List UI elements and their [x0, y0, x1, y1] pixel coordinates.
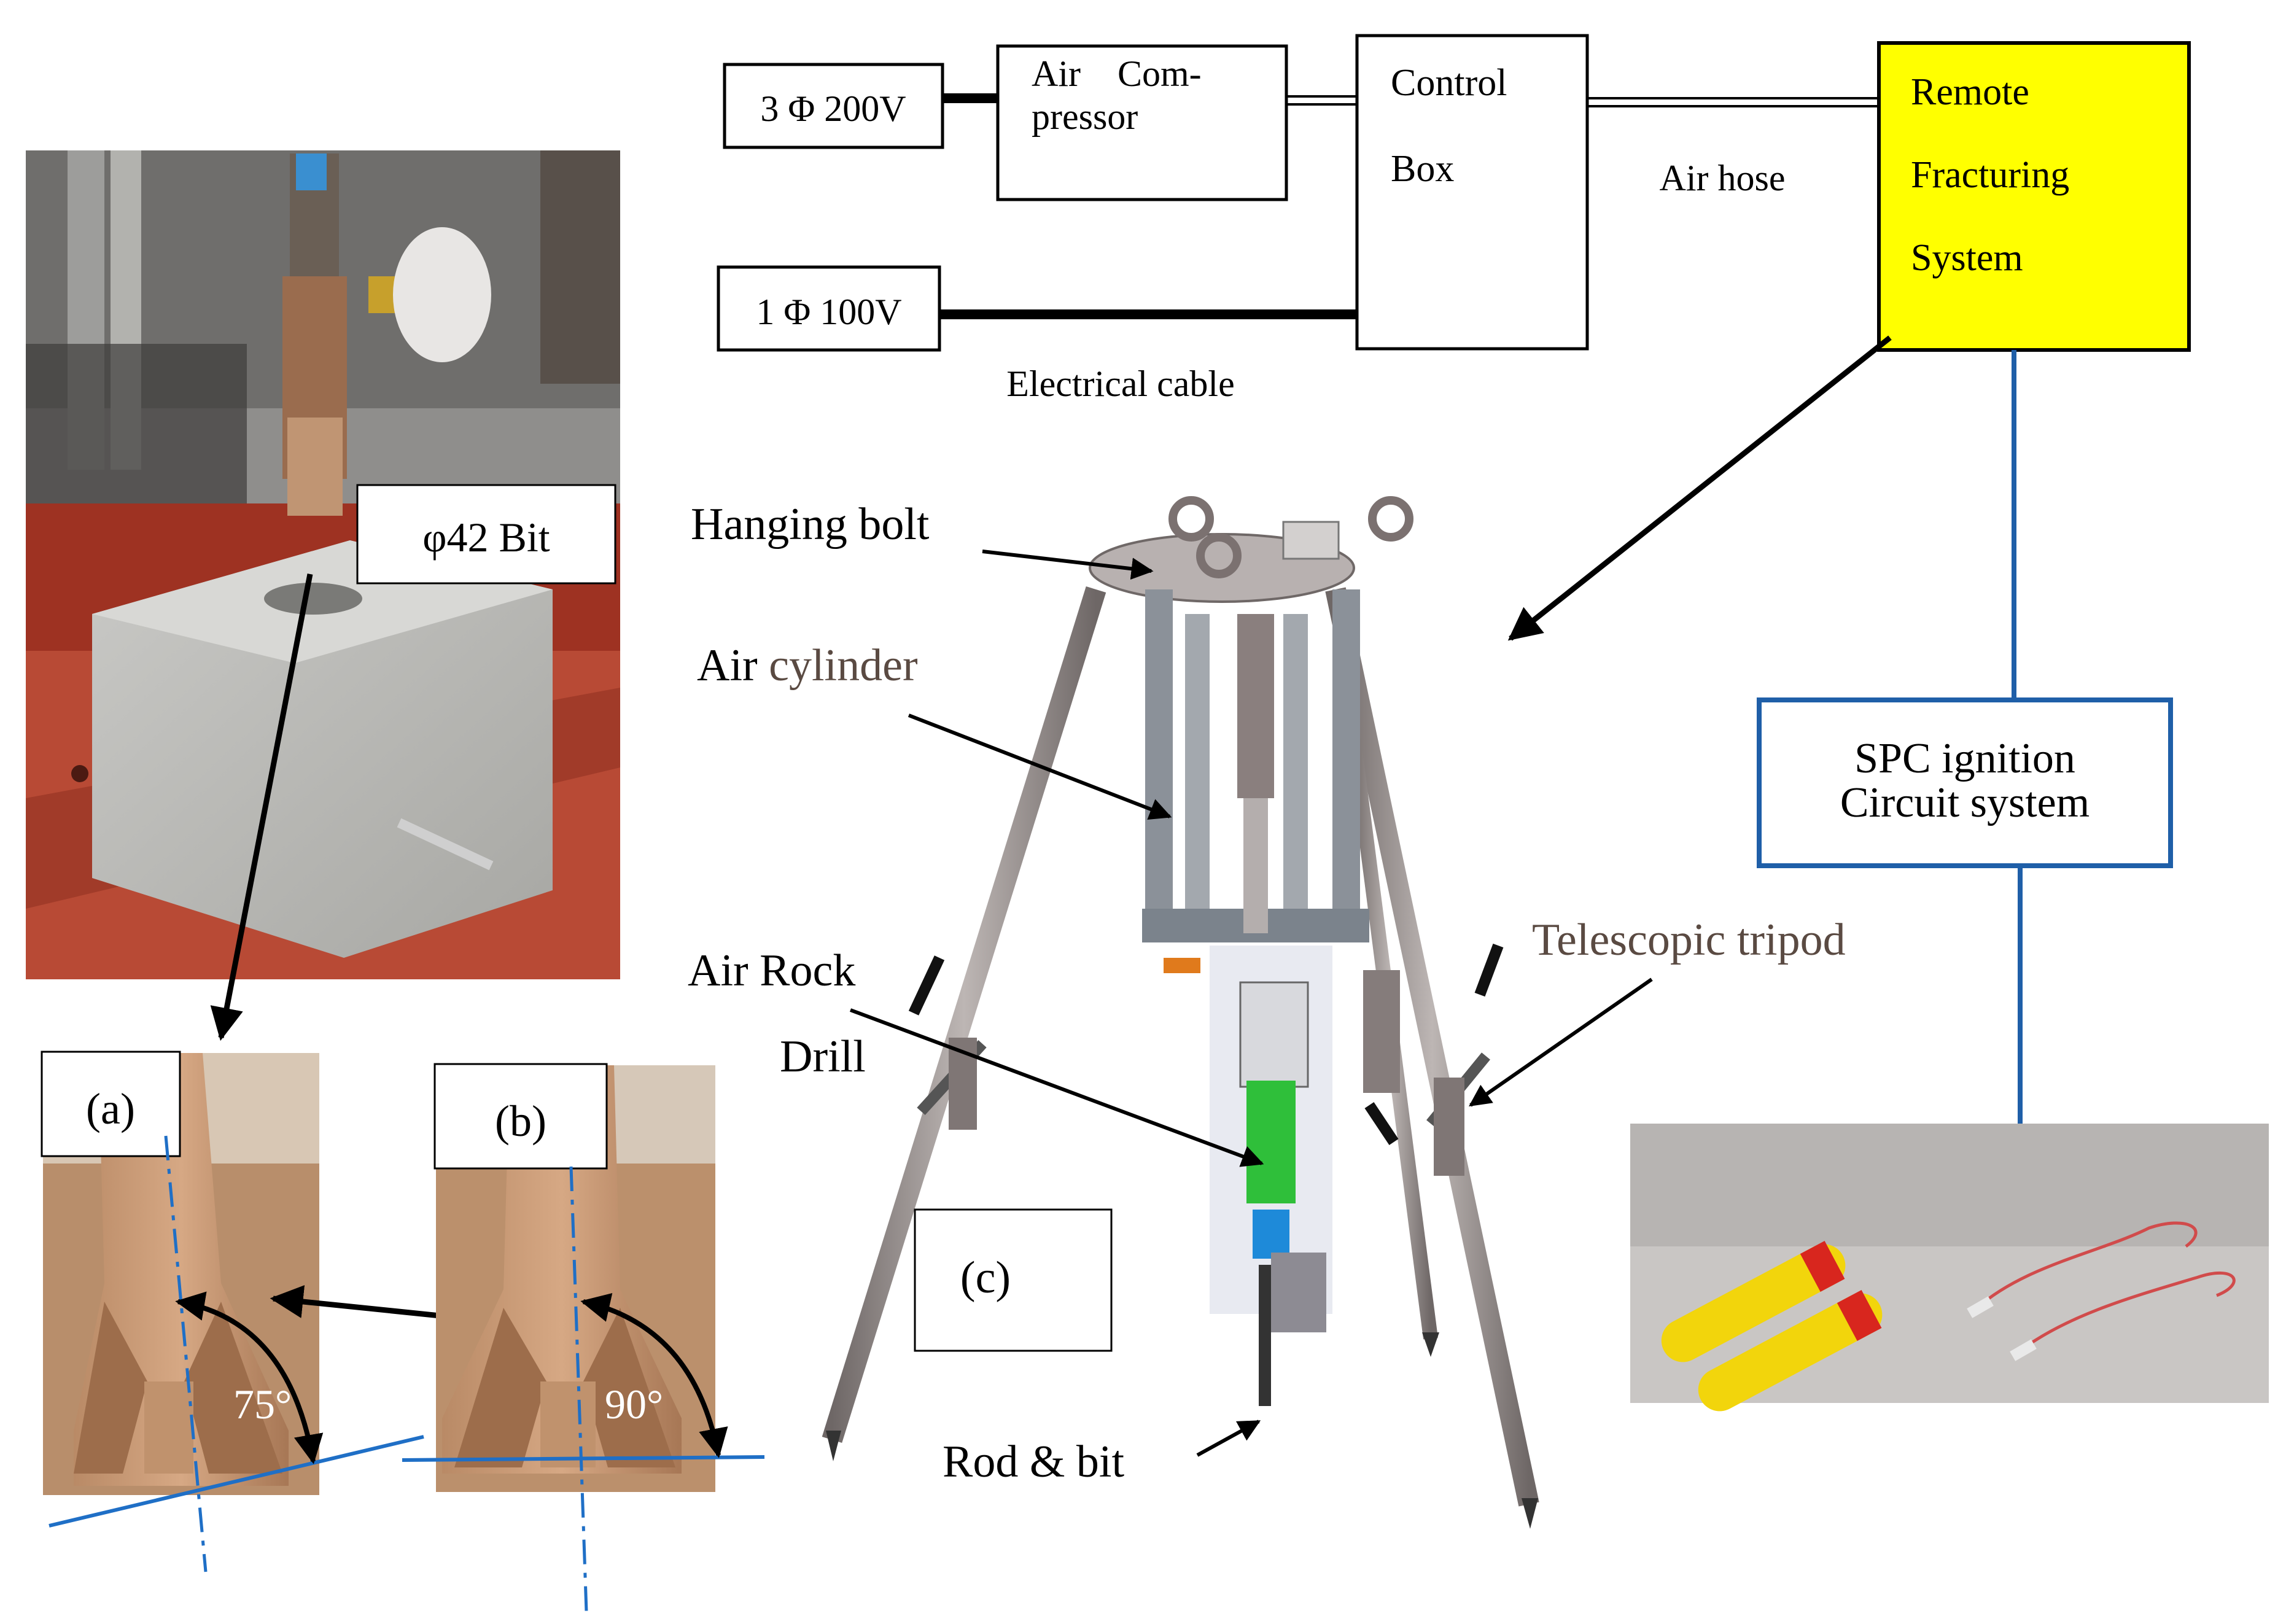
power-3phase-box: 3 Φ 200V — [723, 63, 944, 149]
control-box-label-line1: Control — [1391, 62, 1507, 104]
air-compressor-label-line2: pressor — [1032, 96, 1138, 137]
air-hose-label: Air hose — [1660, 158, 1786, 198]
angle-arc-b — [580, 1292, 728, 1458]
spc-label-line2: Circuit system — [1840, 779, 2090, 826]
power-1phase-label: 1 Φ 100V — [756, 292, 901, 332]
angle-arc-a — [175, 1291, 324, 1464]
telescopic-tripod-arrow — [1469, 977, 1653, 1107]
hanging-bolt-label: Hanging bolt — [691, 499, 930, 550]
spc-label-line1: SPC ignition — [1854, 735, 2075, 782]
photo-to-bit-arrow — [210, 573, 313, 1041]
compressor-hose — [1286, 95, 1357, 106]
angle-a-value: 75° — [233, 1381, 292, 1428]
remote-fracturing-system-box: Remote Fracturing System — [1877, 41, 2191, 352]
spc-ignition-box: SPC ignition Circuit system — [1757, 697, 2173, 868]
axis-line-b — [569, 1166, 588, 1612]
air-hose-line — [1587, 97, 1879, 107]
air-compressor-label-line1: Air Com- — [1032, 53, 1202, 94]
air-cylinder-label-part2: cylinder — [769, 640, 917, 691]
panel-c-label-box: (c) — [914, 1208, 1113, 1352]
control-box: Control Box — [1355, 34, 1589, 351]
hanging-bolt-arrow — [982, 550, 1154, 580]
baseline-a — [49, 1435, 424, 1528]
telescopic-tripod-label: Telescopic tripod — [1532, 915, 1846, 965]
tripod-drill-rendering — [822, 496, 1539, 1529]
power-1phase-box: 1 Φ 100V — [717, 265, 941, 352]
bit-label: φ42 Bit — [422, 514, 550, 561]
air-rock-drill-label-line1: Air Rock — [688, 946, 855, 996]
angle-b-value: 90° — [605, 1381, 663, 1428]
bit-callout: φ42 Bit — [356, 484, 616, 585]
air-cylinder-arrow — [908, 713, 1172, 820]
panel-b-label: (b) — [495, 1097, 546, 1146]
panel-c-label: (c) — [960, 1253, 1011, 1303]
air-cylinder-label-part1: Air — [697, 640, 769, 691]
panel-a-label-box: (a) — [41, 1051, 181, 1157]
control-box-label-line2: Box — [1391, 148, 1454, 190]
panel-b-label-box: (b) — [433, 1063, 608, 1170]
air-compressor-box: Air Com- pressor — [996, 44, 1288, 201]
air-rock-drill-arrow — [849, 1008, 1264, 1167]
panel-a-label: (a) — [86, 1084, 135, 1133]
remote-label-line1: Remote — [1911, 71, 2029, 113]
air-cylinder-label: Air cylinder — [697, 640, 918, 691]
power-3phase-label: 3 Φ 200V — [760, 88, 906, 129]
remote-label-line3: System — [1911, 237, 2023, 279]
remote-label-line2: Fracturing — [1911, 154, 2069, 196]
rod-bit-label: Rod & bit — [943, 1437, 1124, 1487]
rod-bit-arrow — [1196, 1420, 1261, 1457]
remote-to-tripod-arrow — [1507, 335, 1892, 641]
spc-cartridge-photo — [1630, 1124, 2269, 1412]
air-rock-drill-label-line2: Drill — [780, 1032, 866, 1082]
electrical-cable-label: Electrical cable — [1006, 363, 1234, 404]
